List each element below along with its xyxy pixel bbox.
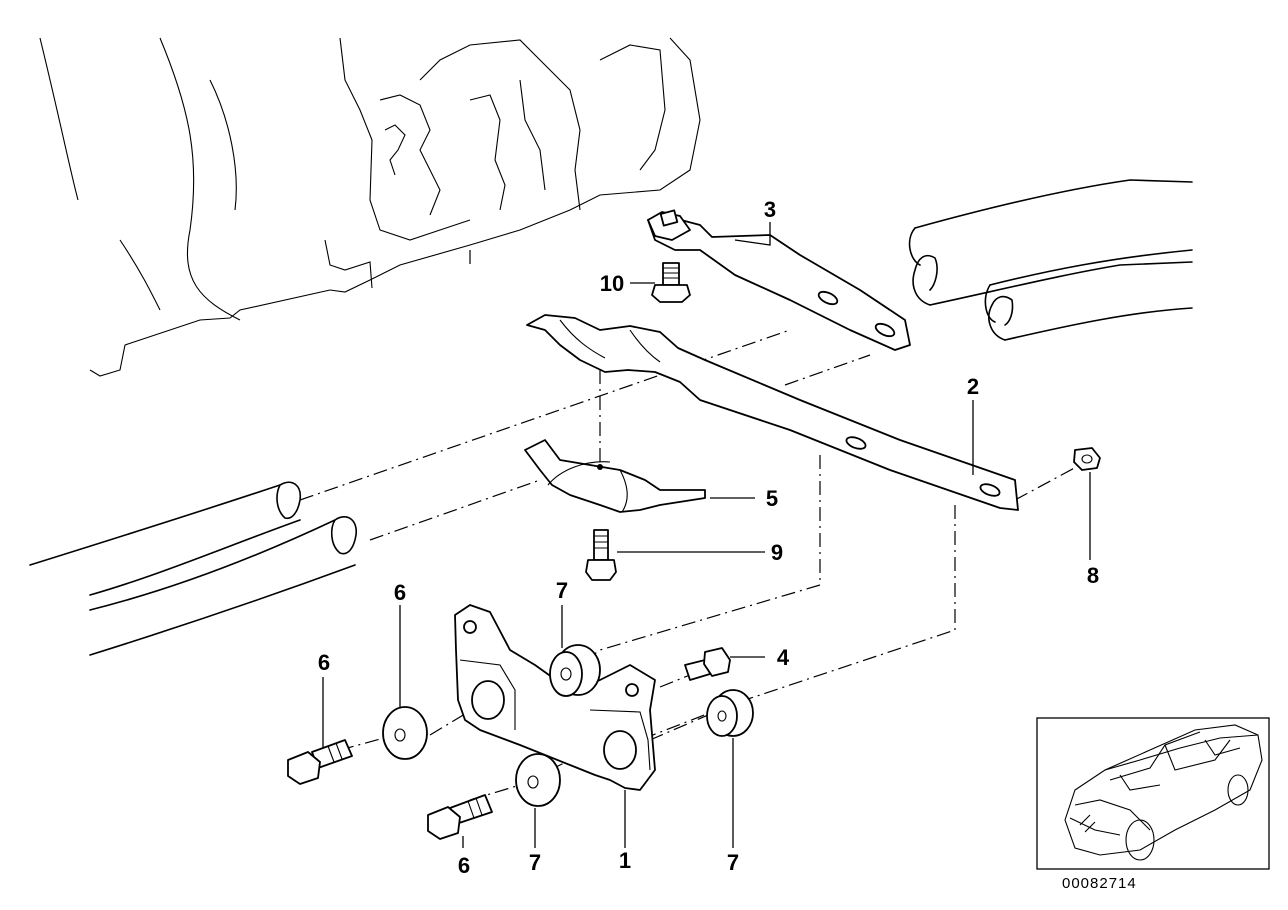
callout-7-right: 7 — [727, 850, 739, 875]
exhaust-pipes-left — [29, 481, 357, 656]
mount-plate-part-1 — [454, 604, 656, 791]
rubber-mount-part-7-bottom — [515, 753, 561, 807]
callout-3: 3 — [764, 197, 776, 222]
leader-lines — [322, 222, 1091, 848]
callout-8: 8 — [1087, 563, 1099, 588]
bolt-part-6-upper — [287, 739, 353, 785]
callout-2: 2 — [967, 374, 979, 399]
vehicle-thumbnail — [1036, 717, 1270, 870]
clamp-part-5 — [524, 439, 706, 513]
exhaust-pipes-right — [908, 179, 1193, 341]
callout-9: 9 — [771, 540, 783, 565]
callout-1: 1 — [619, 848, 631, 873]
bolt-part-10 — [651, 262, 691, 303]
callout-7-left: 6 — [394, 580, 406, 605]
callout-7-upper: 7 — [556, 578, 568, 603]
bracket-part-3 — [647, 209, 911, 351]
callout-10: 10 — [600, 271, 624, 296]
nut-part-8 — [1073, 447, 1101, 471]
callout-6-upper: 6 — [318, 650, 330, 675]
strap-part-2 — [526, 314, 1019, 511]
rubber-mount-part-7-upper — [549, 644, 601, 697]
callout-labels: 3 10 2 5 9 8 7 6 4 6 6 7 1 7 — [318, 197, 1099, 878]
rubber-mount-part-7-left — [382, 706, 428, 760]
bolt-part-6-lower — [427, 794, 493, 840]
callout-6-lower: 6 — [458, 853, 470, 878]
diagram-part-number: 00082714 — [1062, 875, 1137, 892]
callout-4: 4 — [777, 645, 790, 670]
bolt-part-4 — [684, 647, 731, 681]
bolt-part-9 — [585, 529, 617, 581]
transmission-housing — [39, 37, 701, 377]
callout-5: 5 — [766, 486, 778, 511]
rubber-mount-part-7-right — [706, 689, 754, 737]
callout-7-bottom: 7 — [529, 850, 541, 875]
